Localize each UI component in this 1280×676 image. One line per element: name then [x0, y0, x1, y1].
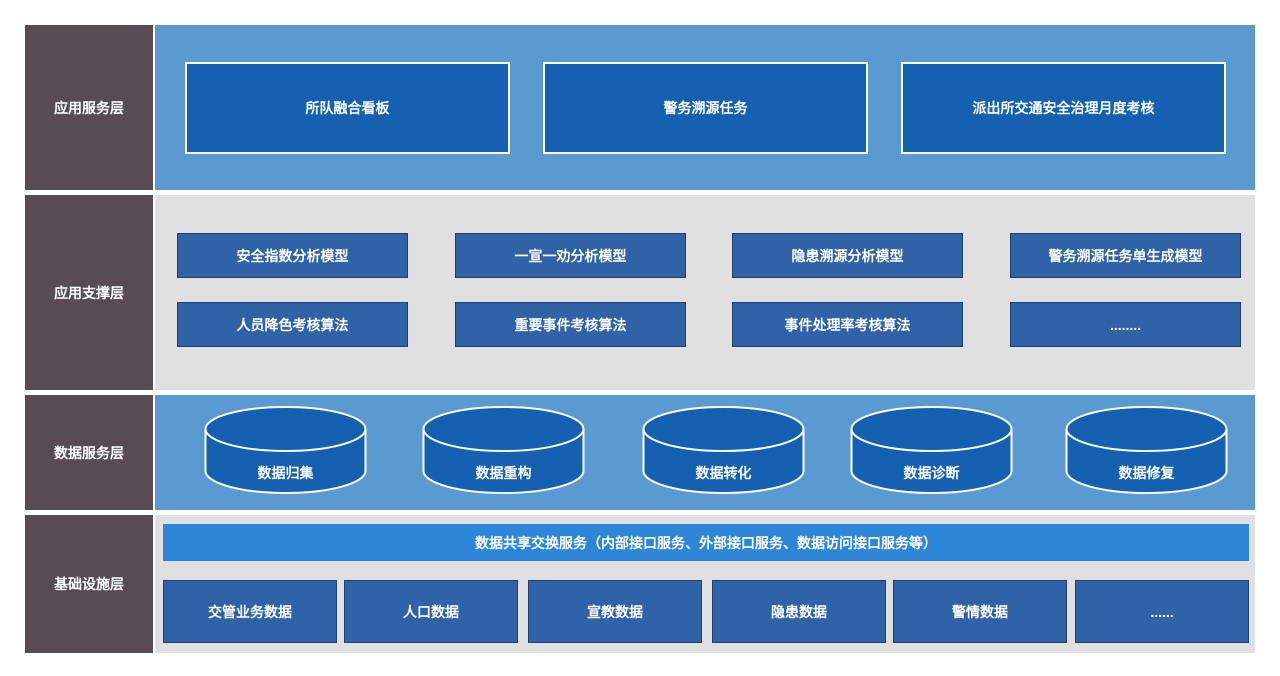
infra-box-2: 人口数据 [344, 580, 518, 643]
app-box-3: 派出所交通安全治理月度考核 [901, 62, 1226, 154]
data-share-exchange-bar: 数据共享交换服务（内部接口服务、外部接口服务、数据访问接口服务等） [163, 524, 1249, 561]
support-box-r2-1: 人员降色考核算法 [177, 302, 408, 347]
support-box-r2-4: ........ [1010, 302, 1241, 347]
support-box-r1-1: 安全指数分析模型 [177, 233, 408, 278]
app-box-2: 警务溯源任务 [543, 62, 868, 154]
cylinder-shape [422, 406, 585, 494]
infra-box-4: 隐患数据 [712, 580, 886, 643]
infra-box-6: ...... [1075, 580, 1249, 643]
cylinder-shape [850, 406, 1013, 494]
cylinder-shape [204, 406, 367, 494]
support-box-r1-2: 一宣一劝分析模型 [455, 233, 686, 278]
support-box-r1-4: 警务溯源任务单生成模型 [1010, 233, 1241, 278]
cylinder-shape [1065, 406, 1228, 494]
cylinder-data-diagnose: 数据诊断 [850, 405, 1013, 495]
infra-box-1: 交管业务数据 [163, 580, 337, 643]
support-box-r2-3: 事件处理率考核算法 [732, 302, 963, 347]
cylinder-data-repair: 数据修复 [1065, 405, 1228, 495]
layer-label-infrastructure: 基础设施层 [25, 515, 153, 653]
cylinder-label: 数据诊断 [903, 465, 960, 481]
cylinder-label: 数据修复 [1118, 465, 1175, 481]
layer-label-support: 应用支撑层 [25, 195, 153, 390]
cylinder-data-restructure: 数据重构 [422, 405, 585, 495]
cylinder-data-transform: 数据转化 [642, 405, 805, 495]
infra-box-3: 宣教数据 [528, 580, 702, 643]
cylinder-data-collect: 数据归集 [204, 405, 367, 495]
cylinder-label: 数据重构 [475, 465, 532, 481]
cylinder-label: 数据归集 [257, 465, 314, 481]
support-box-r1-3: 隐患溯源分析模型 [732, 233, 963, 278]
cylinder-shape [642, 406, 805, 494]
layer-label-application: 应用服务层 [25, 25, 153, 190]
infra-box-5: 警情数据 [893, 580, 1067, 643]
cylinder-label: 数据转化 [695, 465, 752, 481]
app-box-1: 所队融合看板 [185, 62, 510, 154]
support-box-r2-2: 重要事件考核算法 [455, 302, 686, 347]
layer-label-data-service: 数据服务层 [25, 395, 153, 510]
support-band [155, 195, 1255, 390]
